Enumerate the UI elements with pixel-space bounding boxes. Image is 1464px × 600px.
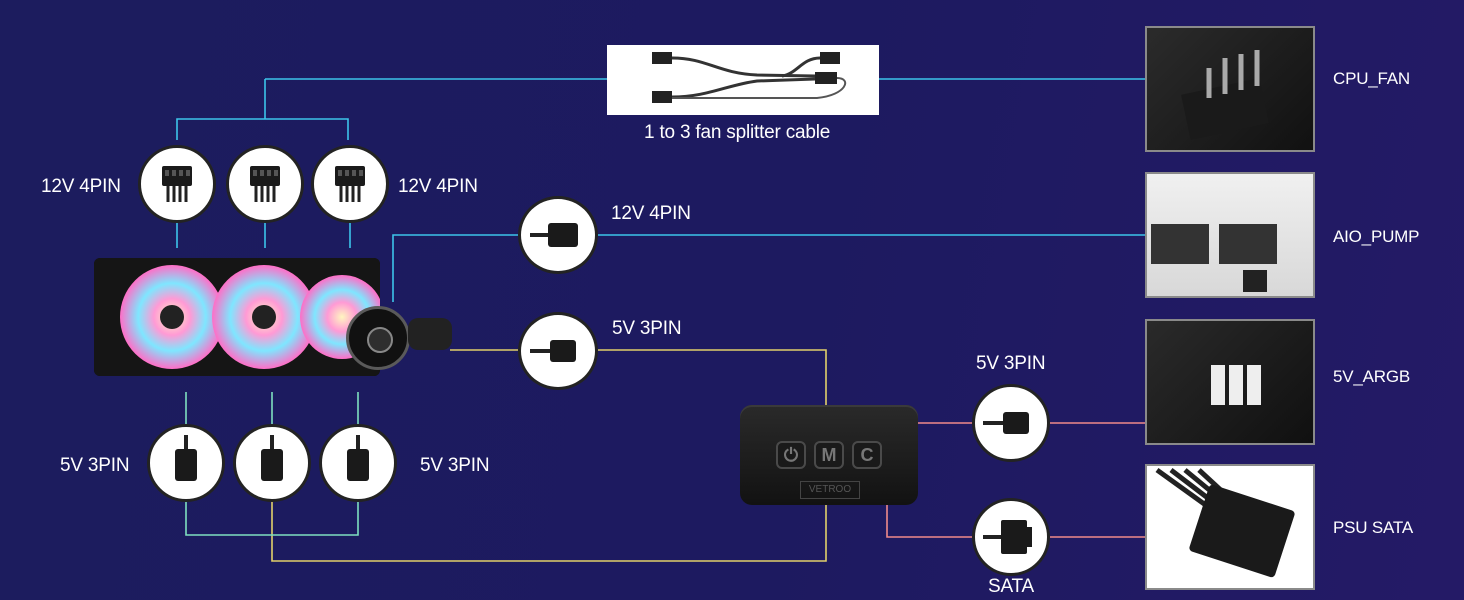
fan-connector-2 bbox=[226, 145, 304, 223]
port-argb-label: 5V_ARGB bbox=[1333, 367, 1411, 386]
hub-brand-label: VETROO bbox=[800, 481, 860, 499]
port-cpu-fan-label: CPU_FAN bbox=[1333, 69, 1411, 88]
fan-wires bbox=[176, 78, 1146, 302]
fan-4pin-icon bbox=[162, 166, 192, 202]
argb-left-label: 5V 3PIN bbox=[60, 455, 130, 476]
hub-argb-out-connector bbox=[972, 384, 1050, 462]
hub-wires bbox=[886, 422, 1146, 538]
pump-tubes bbox=[408, 318, 452, 350]
argb-connector-1 bbox=[147, 424, 225, 502]
sata-icon bbox=[983, 520, 1032, 554]
pump-logo-icon bbox=[367, 327, 393, 353]
argb-3pin-icon bbox=[175, 435, 197, 481]
aio-pump-port-photo bbox=[1145, 172, 1315, 298]
pump-4pin-connector bbox=[518, 196, 598, 274]
fan-left-label: 12V 4PIN bbox=[41, 176, 121, 197]
hub-power-button[interactable]: ⏻ bbox=[776, 441, 806, 469]
hub-sata-label: SATA bbox=[988, 576, 1035, 597]
argb-3pin-icon bbox=[347, 435, 369, 481]
fan-right-label: 12V 4PIN bbox=[398, 176, 478, 197]
port-psu-sata-label: PSU SATA bbox=[1333, 518, 1413, 537]
splitter-cable-image bbox=[607, 45, 879, 115]
port-aio-pump-label: AIO_PUMP bbox=[1333, 227, 1420, 246]
fan-connector-3 bbox=[311, 145, 389, 223]
fan-connector-1 bbox=[138, 145, 216, 223]
argb-connector-3 bbox=[319, 424, 397, 502]
argb-right-label: 5V 3PIN bbox=[420, 455, 490, 476]
argb-connector-2 bbox=[233, 424, 311, 502]
pump-head bbox=[346, 306, 410, 370]
argb-3pin-icon bbox=[261, 435, 283, 481]
pump-argb-label: 5V 3PIN bbox=[612, 318, 682, 339]
hub-argb-out-label: 5V 3PIN bbox=[976, 353, 1046, 374]
pump-4pin-icon bbox=[530, 223, 578, 247]
argb-wires bbox=[271, 349, 827, 562]
argb-port-photo bbox=[1145, 319, 1315, 445]
aio-radiator bbox=[94, 258, 384, 376]
hub-sata-connector bbox=[972, 498, 1050, 576]
fan-4pin-icon bbox=[335, 166, 365, 202]
hub-mode-button[interactable]: M bbox=[814, 441, 844, 469]
fan-4pin-icon bbox=[250, 166, 280, 202]
splitter-caption: 1 to 3 fan splitter cable bbox=[644, 122, 831, 143]
argb-group-wires bbox=[185, 392, 359, 536]
psu-sata-photo bbox=[1145, 464, 1315, 590]
argb-3pin-icon bbox=[530, 340, 576, 362]
pump-argb-connector bbox=[518, 312, 598, 390]
argb-3pin-icon bbox=[983, 412, 1029, 434]
pump-connector-label: 12V 4PIN bbox=[611, 203, 691, 224]
argb-controller-hub: ⏻ M C VETROO bbox=[740, 405, 918, 505]
cpu-fan-port-photo bbox=[1145, 26, 1315, 152]
hub-color-button[interactable]: C bbox=[852, 441, 882, 469]
